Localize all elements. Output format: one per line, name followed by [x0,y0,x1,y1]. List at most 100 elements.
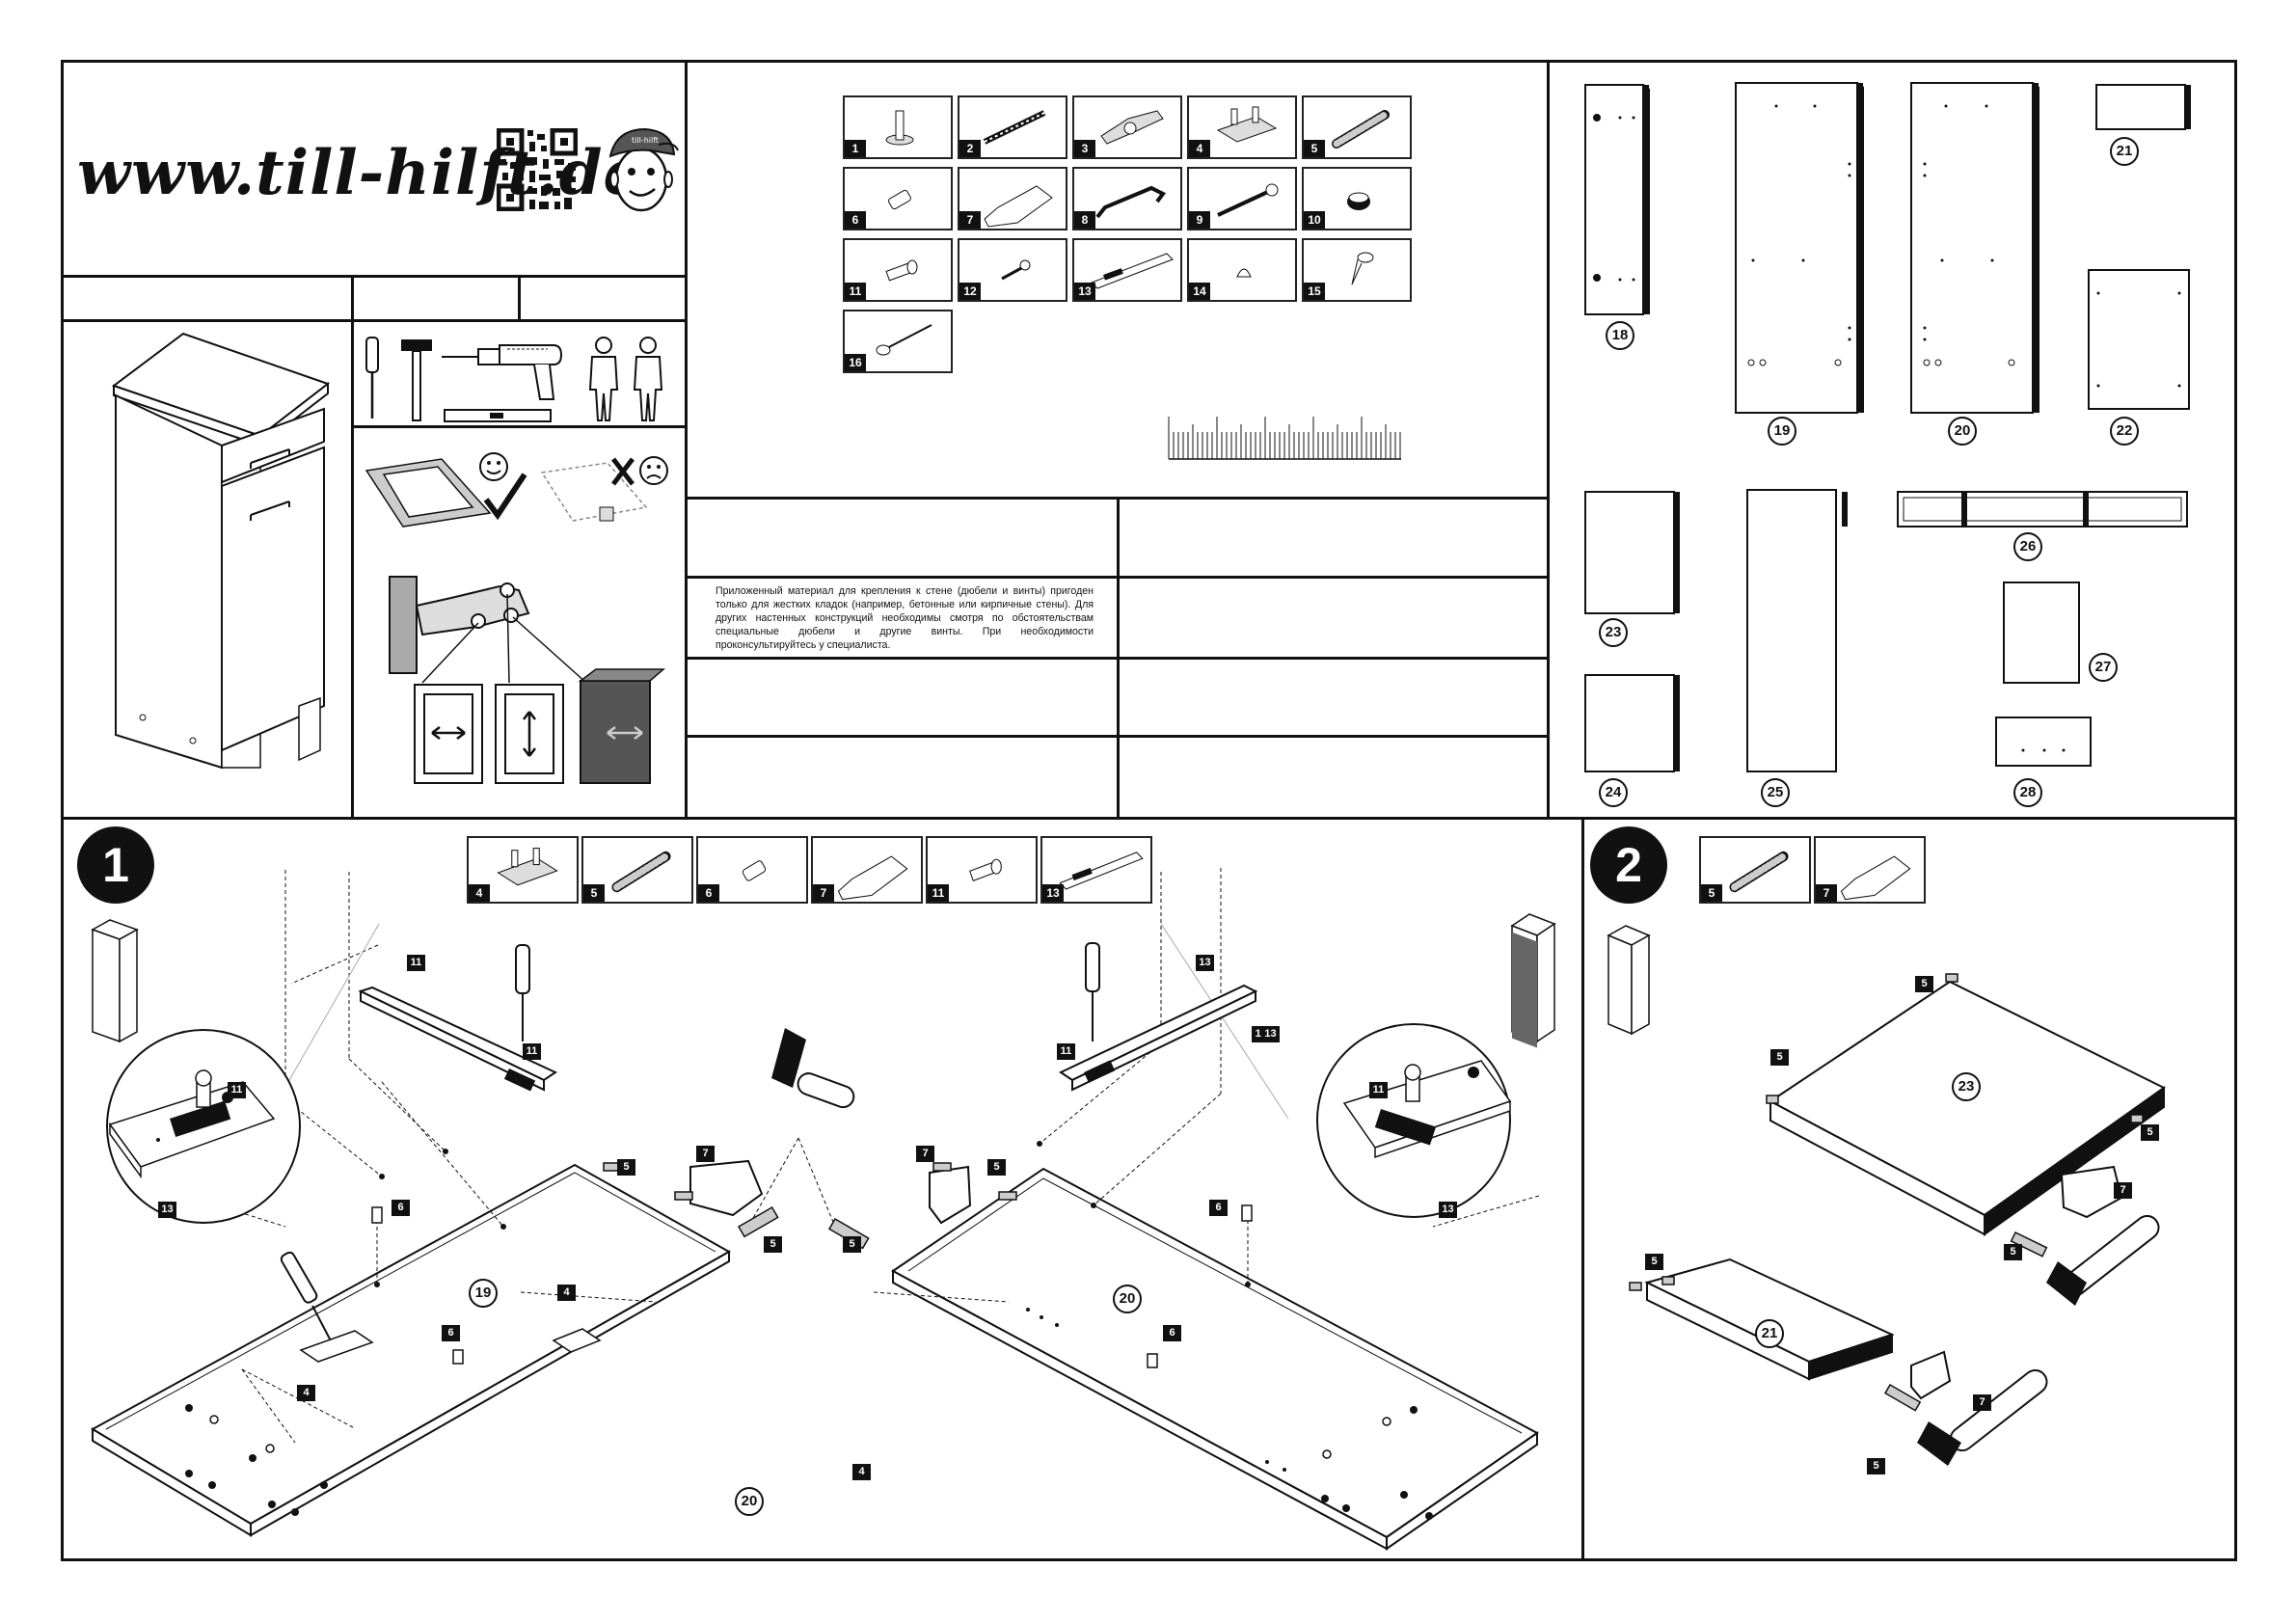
step-1-assembly-drawing [90,868,1556,1551]
wood-dowel-icon [1332,110,1390,149]
part-6-box: 6 [843,167,953,230]
glue-tube-icon [984,185,1053,228]
panel-label-28: 28 [2013,778,2042,807]
shelf-support-icon [1351,252,1374,285]
part-15-box: 15 [1302,238,1412,302]
drawer-runner-icon [1091,253,1174,289]
part-2-box: 2 [958,95,1067,159]
two-persons-icon [588,337,663,421]
part-number: 9 [1189,211,1210,229]
wall-mount-note: Приложенный материал для крепления к сте… [716,585,1094,651]
part-10-box: 10 [1302,167,1412,230]
part-callout: 6 [1209,1200,1228,1216]
bumper-pad-icon [1347,192,1370,210]
part-callout: 11 [523,1043,541,1060]
part-callout: 5 [843,1236,861,1253]
divider-top-bottom [61,817,2237,820]
drawer-runner-icon [1059,852,1144,890]
nail-icon [876,324,932,356]
part-callout: 5 [1770,1049,1789,1066]
panel-label-27: 27 [2089,653,2118,682]
handle-icon [1095,185,1167,219]
cover-cap-icon [1236,268,1252,278]
part-callout: 5 [2004,1244,2022,1260]
part-16-box: 16 [843,310,953,373]
panel-label-21: 21 [2110,137,2139,166]
part-number: 3 [1074,140,1095,157]
part-callout: 5 [1867,1458,1885,1474]
part-callout: 11 [1369,1082,1388,1098]
panel-label: 23 [1952,1072,1981,1101]
panel-label-20: 20 [1948,417,1977,446]
leveling-foot-icon [885,110,914,146]
step-2-badge: 2 [1590,826,1667,904]
part-number: 12 [959,283,981,300]
part-number: 13 [1074,283,1095,300]
part-number: 5 [1701,884,1722,902]
part-callout: 6 [392,1200,410,1216]
part-13-box: 13 [1072,238,1182,302]
part-13-box: 13 [1040,836,1152,904]
wood-dowel-icon [611,851,671,893]
ruler-scale [1168,417,1401,460]
euro-screw-icon [885,259,918,282]
hinge-adjustment-illustration [389,576,666,784]
part-callout: 5 [1915,976,1933,992]
part-7-box: 7 [811,836,923,904]
divider-left-mid [685,60,688,818]
part-number: 13 [1042,884,1064,902]
part-callout: 13 [1196,955,1214,971]
part-callout: 4 [852,1464,871,1480]
glue-tube-icon [837,855,908,901]
part-callout: 6 [1163,1325,1181,1341]
divider [351,275,354,818]
divider-mid-right [1547,60,1550,818]
divider [351,425,686,428]
part-callout: 11 [228,1082,246,1098]
part-5-box: 5 [581,836,693,904]
part-number: 11 [928,884,949,902]
mounting-plate-icon [497,848,558,886]
website-url[interactable]: www.till-hilft.de [77,137,644,209]
divider [685,657,1548,660]
panel-label-23: 23 [1599,618,1628,647]
divider [685,576,1548,579]
part-1-box: 1 [843,95,953,159]
divider [1117,497,1120,818]
cabinet-illustration [111,332,331,770]
part-callout: 7 [696,1146,715,1162]
part-number: 6 [698,884,719,902]
part-callout: 5 [987,1159,1006,1176]
part-callout: 5 [617,1159,635,1176]
part-9-box: 9 [1187,167,1297,230]
panel-label-24: 24 [1599,778,1628,807]
part-number: 11 [845,283,866,300]
step-1-badge: 1 [77,826,154,904]
part-6-box: 6 [696,836,808,904]
divider [518,275,521,320]
part-8-box: 8 [1072,167,1182,230]
step-2-assembly-drawing [1607,925,2166,1466]
panel-label: 20 [735,1487,764,1516]
part-callout: 11 [407,955,425,971]
panels-overview [1584,82,2191,772]
spirit-level-icon [444,409,552,422]
part-callout: 6 [442,1325,460,1341]
part-number: 15 [1304,283,1325,300]
divider [685,497,1548,500]
part-callout: 13 [158,1202,176,1218]
part-number: 1 [845,140,866,157]
part-5-box: 5 [1699,836,1811,904]
panel-label: 19 [469,1279,498,1308]
part-number: 5 [583,884,605,902]
glue-tube-icon [1840,855,1911,901]
hinge-icon [1100,110,1164,145]
surface-good-illustration [365,452,527,527]
part-callout: 4 [557,1285,576,1301]
part-7-box: 7 [958,167,1067,230]
panel-label: 20 [1113,1285,1142,1313]
part-number: 7 [1816,884,1837,902]
part-number: 5 [1304,140,1325,157]
panel-label-26: 26 [2013,532,2042,561]
surface-bad-illustration [540,456,668,522]
